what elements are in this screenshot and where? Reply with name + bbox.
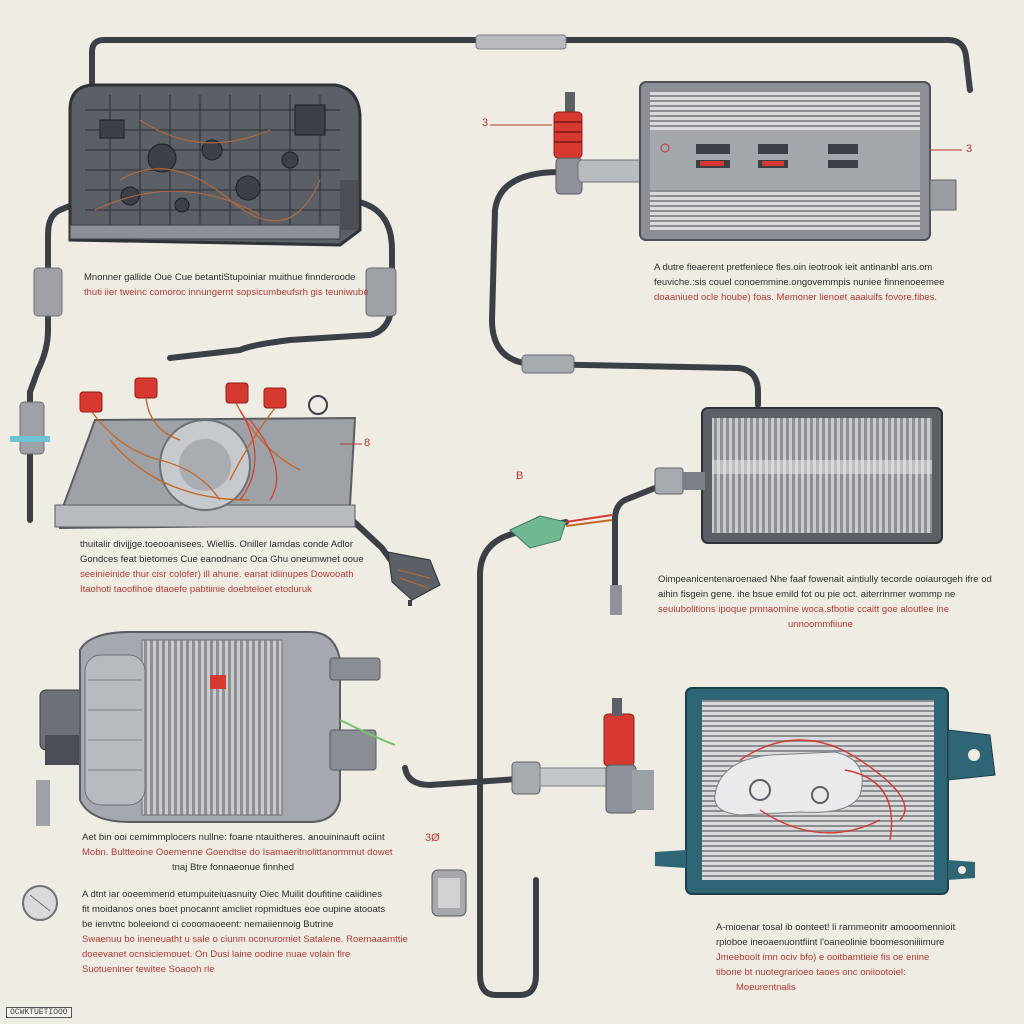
caption-radiator-line-4: unnoommfiiune [788,619,853,630]
ecu-module [68,83,362,247]
caption-coils-line-2: Gondces feat bietomes Cue eanodnanc Oca … [80,554,364,565]
caption-module-line-2: rpioboe ineoaenuontfiint l'oaneolinie bo… [716,937,945,948]
caption-module: A-mioenar tosal ib oonteet! li rarnmeoni… [716,920,955,995]
caption-module-line-4: tibone bt nuotegrarioeo taoes onc oniioo… [716,967,906,978]
caption-module-line-1: A-mioenar tosal ib oonteet! li rarnmeoni… [716,922,956,933]
teal-module [655,687,996,895]
caption-module-line-3: Jmeeboolt imn ociv bfo) e ooitbamtieie f… [716,952,930,963]
alternator [39,631,396,823]
center-down-hose [477,519,569,998]
relay-valve [490,92,649,195]
plug-connector [387,551,441,606]
tag-sensor: B [516,470,524,482]
ecu-to-coil-hose [167,197,395,361]
relay-to-radiator-hose [489,169,761,408]
caption-notes-line-5: doeevanet ocnsiciemouet. On Dusi laine o… [82,949,351,960]
caption-module-line-5: Moeurentnalis [736,982,796,993]
alternator-hose [402,765,623,788]
caption-coils-line-4: Itaohoti taoofihoe dtaoefe pabtiinie doe… [80,584,312,595]
caption-radiator-line-1: Oimpeanicentenaroenaed Nhe faaf fowenait… [658,574,992,585]
tag-control-box: 3 [966,143,973,155]
radiator-unit [654,407,943,544]
lower-relay [511,698,654,814]
caption-relay-line-2: feuviche.:sis couel conoemmine.ongovemmp… [654,277,945,288]
radiator-right-hose [612,485,658,608]
bottom-fittings [22,869,467,921]
image-stamp: OCWKTUETIOOO [6,1007,72,1018]
green-connector [509,514,613,549]
caption-notes-line-6: Suotueniner tewitee Soaooh rle [82,964,215,975]
caption-relay: A dutre fieaerent pretfeniece fles.oin i… [654,260,944,305]
tag-junction: 3Ø [425,832,440,844]
caption-radiator-line-2: aihin fisgein gene. ihe bsue emild fot o… [658,589,956,600]
caption-radiator-line-3: seuiubolitions ipoque pmnaomine woca.sfb… [658,604,949,615]
caption-coils-line-3: seeinieinide thur cisr colofer) ill ahun… [80,569,354,580]
caption-ecu-line-1: Mnonner gallide Oue Cue betantiStupoinia… [84,272,356,283]
caption-ecu-line-2: thuti iier tweinc comoroc innungernt sop… [84,287,369,298]
hose-sleeves [10,34,622,826]
caption-notes-line-1: A dtnt iar ooeemmend etumpuiteiuasnuity … [82,889,382,900]
caption-radiator: Oimpeanicentenaroenaed Nhe faaf fowenait… [658,572,992,632]
tag-relay: 3 [482,117,489,129]
caption-alternator-line-1: Aet bin ooi cemimmplocers nullne: foane … [82,832,385,843]
caption-ecu: Mnonner gallide Oue Cue betantiStupoinia… [84,270,369,300]
caption-coils-line-1: thuitalir divijjge.toeooanisees. Wiellis… [80,539,353,550]
caption-alternator-line-2: Mobn. Bultteoine Ooemenne Goendtse do Is… [82,847,393,858]
caption-relay-line-3: doaaniued ocle hoube) foas. Memoner lien… [654,292,938,303]
control-box [639,81,962,241]
caption-notes-line-4: Swaenuu bo ineneuatht u sale o ciunm oco… [82,934,408,945]
caption-notes-line-3: be ienvtnc boleeiond ci cooomaoeent: nem… [82,919,334,930]
tag-coils: 8 [364,437,371,449]
caption-notes-line-2: fit moidanos ones boet pnocannt amcliet … [82,904,386,915]
caption-relay-line-1: A dutre fieaerent pretfeniece fles.oin i… [654,262,933,273]
caption-alternator: Aet bin ooi cemimmplocers nullne: foane … [82,830,393,875]
coil-pack [54,377,362,530]
caption-coils: thuitalir divijjge.toeooanisees. Wiellis… [80,537,364,597]
caption-alternator-line-3: tnaj Btre fonnaeonue finnhed [172,862,295,873]
caption-notes: A dtnt iar ooeemmend etumpuiteiuasnuity … [82,887,408,977]
